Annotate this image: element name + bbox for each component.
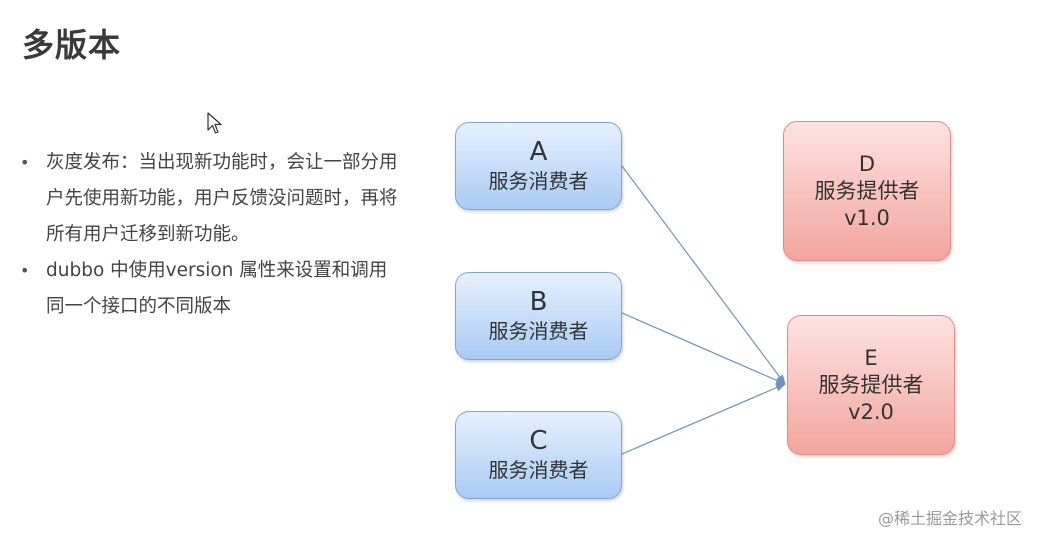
consumer-c-id: C [529, 426, 548, 456]
provider-e-id: E [864, 345, 878, 370]
arrow-c-to-e [621, 383, 786, 455]
page-title: 多版本 [22, 26, 122, 64]
consumer-c-node: C 服务消费者 [455, 411, 622, 499]
provider-d-node: D 服务提供者 v1.0 [783, 121, 951, 261]
consumer-b-id: B [529, 287, 548, 317]
provider-e-role: 服务提供者 [818, 372, 924, 397]
provider-e-node: E 服务提供者 v2.0 [787, 315, 955, 455]
mouse-pointer-icon [207, 112, 222, 134]
provider-d-id: D [858, 151, 876, 176]
arrow-a-to-e [621, 165, 786, 385]
provider-d-version: v1.0 [844, 205, 890, 230]
bullet-item-dubbo-version: dubbo 中使用version 属性来设置和调用同一个接口的不同版本 [20, 253, 400, 325]
consumer-b-node: B 服务消费者 [455, 272, 622, 360]
bullet-item-gray-release: 灰度发布：当出现新功能时，会让一部分用户先使用新功能，用户反馈没问题时，再将所有… [20, 145, 400, 253]
consumer-a-role: 服务消费者 [488, 169, 589, 193]
provider-e-version: v2.0 [848, 399, 894, 424]
consumer-c-role: 服务消费者 [488, 458, 589, 482]
provider-d-role: 服务提供者 [814, 178, 920, 203]
watermark: @稀土掘金技术社区 [877, 509, 1022, 528]
arrow-b-to-e [621, 312, 786, 385]
consumer-a-node: A 服务消费者 [455, 122, 622, 210]
bullet-list: 灰度发布：当出现新功能时，会让一部分用户先使用新功能，用户反馈没问题时，再将所有… [20, 145, 400, 325]
consumer-a-id: A [529, 137, 548, 167]
consumer-b-role: 服务消费者 [488, 319, 589, 343]
